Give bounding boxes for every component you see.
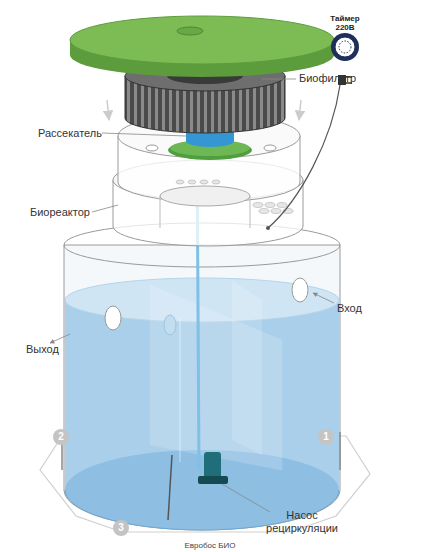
pipe-label: Выход: [26, 343, 59, 356]
pipe-label: Вход: [337, 302, 362, 315]
assembly-arrow: [299, 100, 301, 120]
part-label: Биореактор: [30, 206, 90, 219]
tank: [62, 142, 340, 530]
caption: Евробос БИО: [150, 539, 270, 552]
callout-number: 1: [318, 429, 334, 445]
callout-number: 2: [53, 429, 69, 445]
bioreactor: [113, 114, 303, 246]
callout-number: 3: [113, 520, 129, 536]
part-label: Биофильтр: [299, 72, 356, 85]
timer-label: Таймер 220В: [325, 14, 365, 32]
timer: [268, 33, 359, 228]
part-label: Насос рециркуляции: [256, 509, 348, 535]
lid: [70, 16, 334, 77]
part-label: Рассекатель: [38, 127, 102, 140]
leader-lines: [50, 79, 334, 512]
assembly-arrow: [107, 100, 109, 120]
